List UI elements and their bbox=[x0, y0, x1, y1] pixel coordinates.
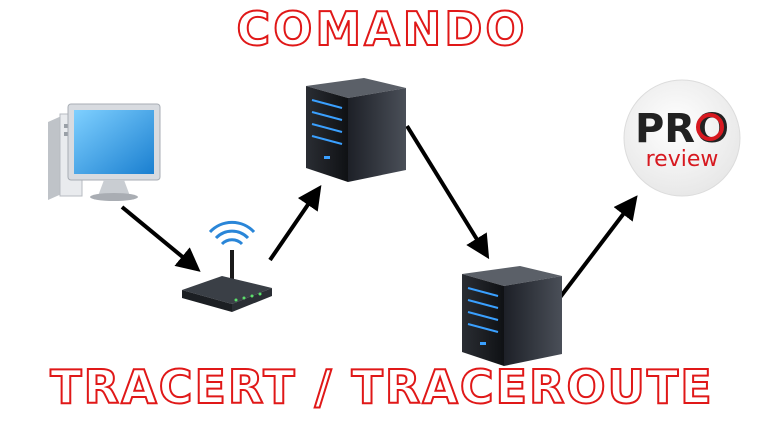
desktop-computer-icon bbox=[48, 103, 161, 201]
arrow-server-2-to-logo bbox=[556, 195, 638, 302]
server-icon bbox=[306, 78, 406, 182]
arrow-router-to-server-1 bbox=[268, 185, 322, 262]
server-icon bbox=[462, 266, 562, 366]
proreview-logo: PRO review bbox=[623, 79, 741, 197]
logo-pro-text: PRO bbox=[635, 106, 729, 152]
logo-review-text: review bbox=[646, 147, 719, 172]
wifi-router-icon bbox=[182, 220, 272, 312]
title-tracert-traceroute: TRACERT / TRACEROUTE bbox=[49, 359, 714, 415]
arrow-server-1-to-server-2 bbox=[405, 124, 490, 260]
title-comando: COMANDO bbox=[235, 1, 528, 57]
arrow-computer-to-router bbox=[120, 205, 201, 272]
